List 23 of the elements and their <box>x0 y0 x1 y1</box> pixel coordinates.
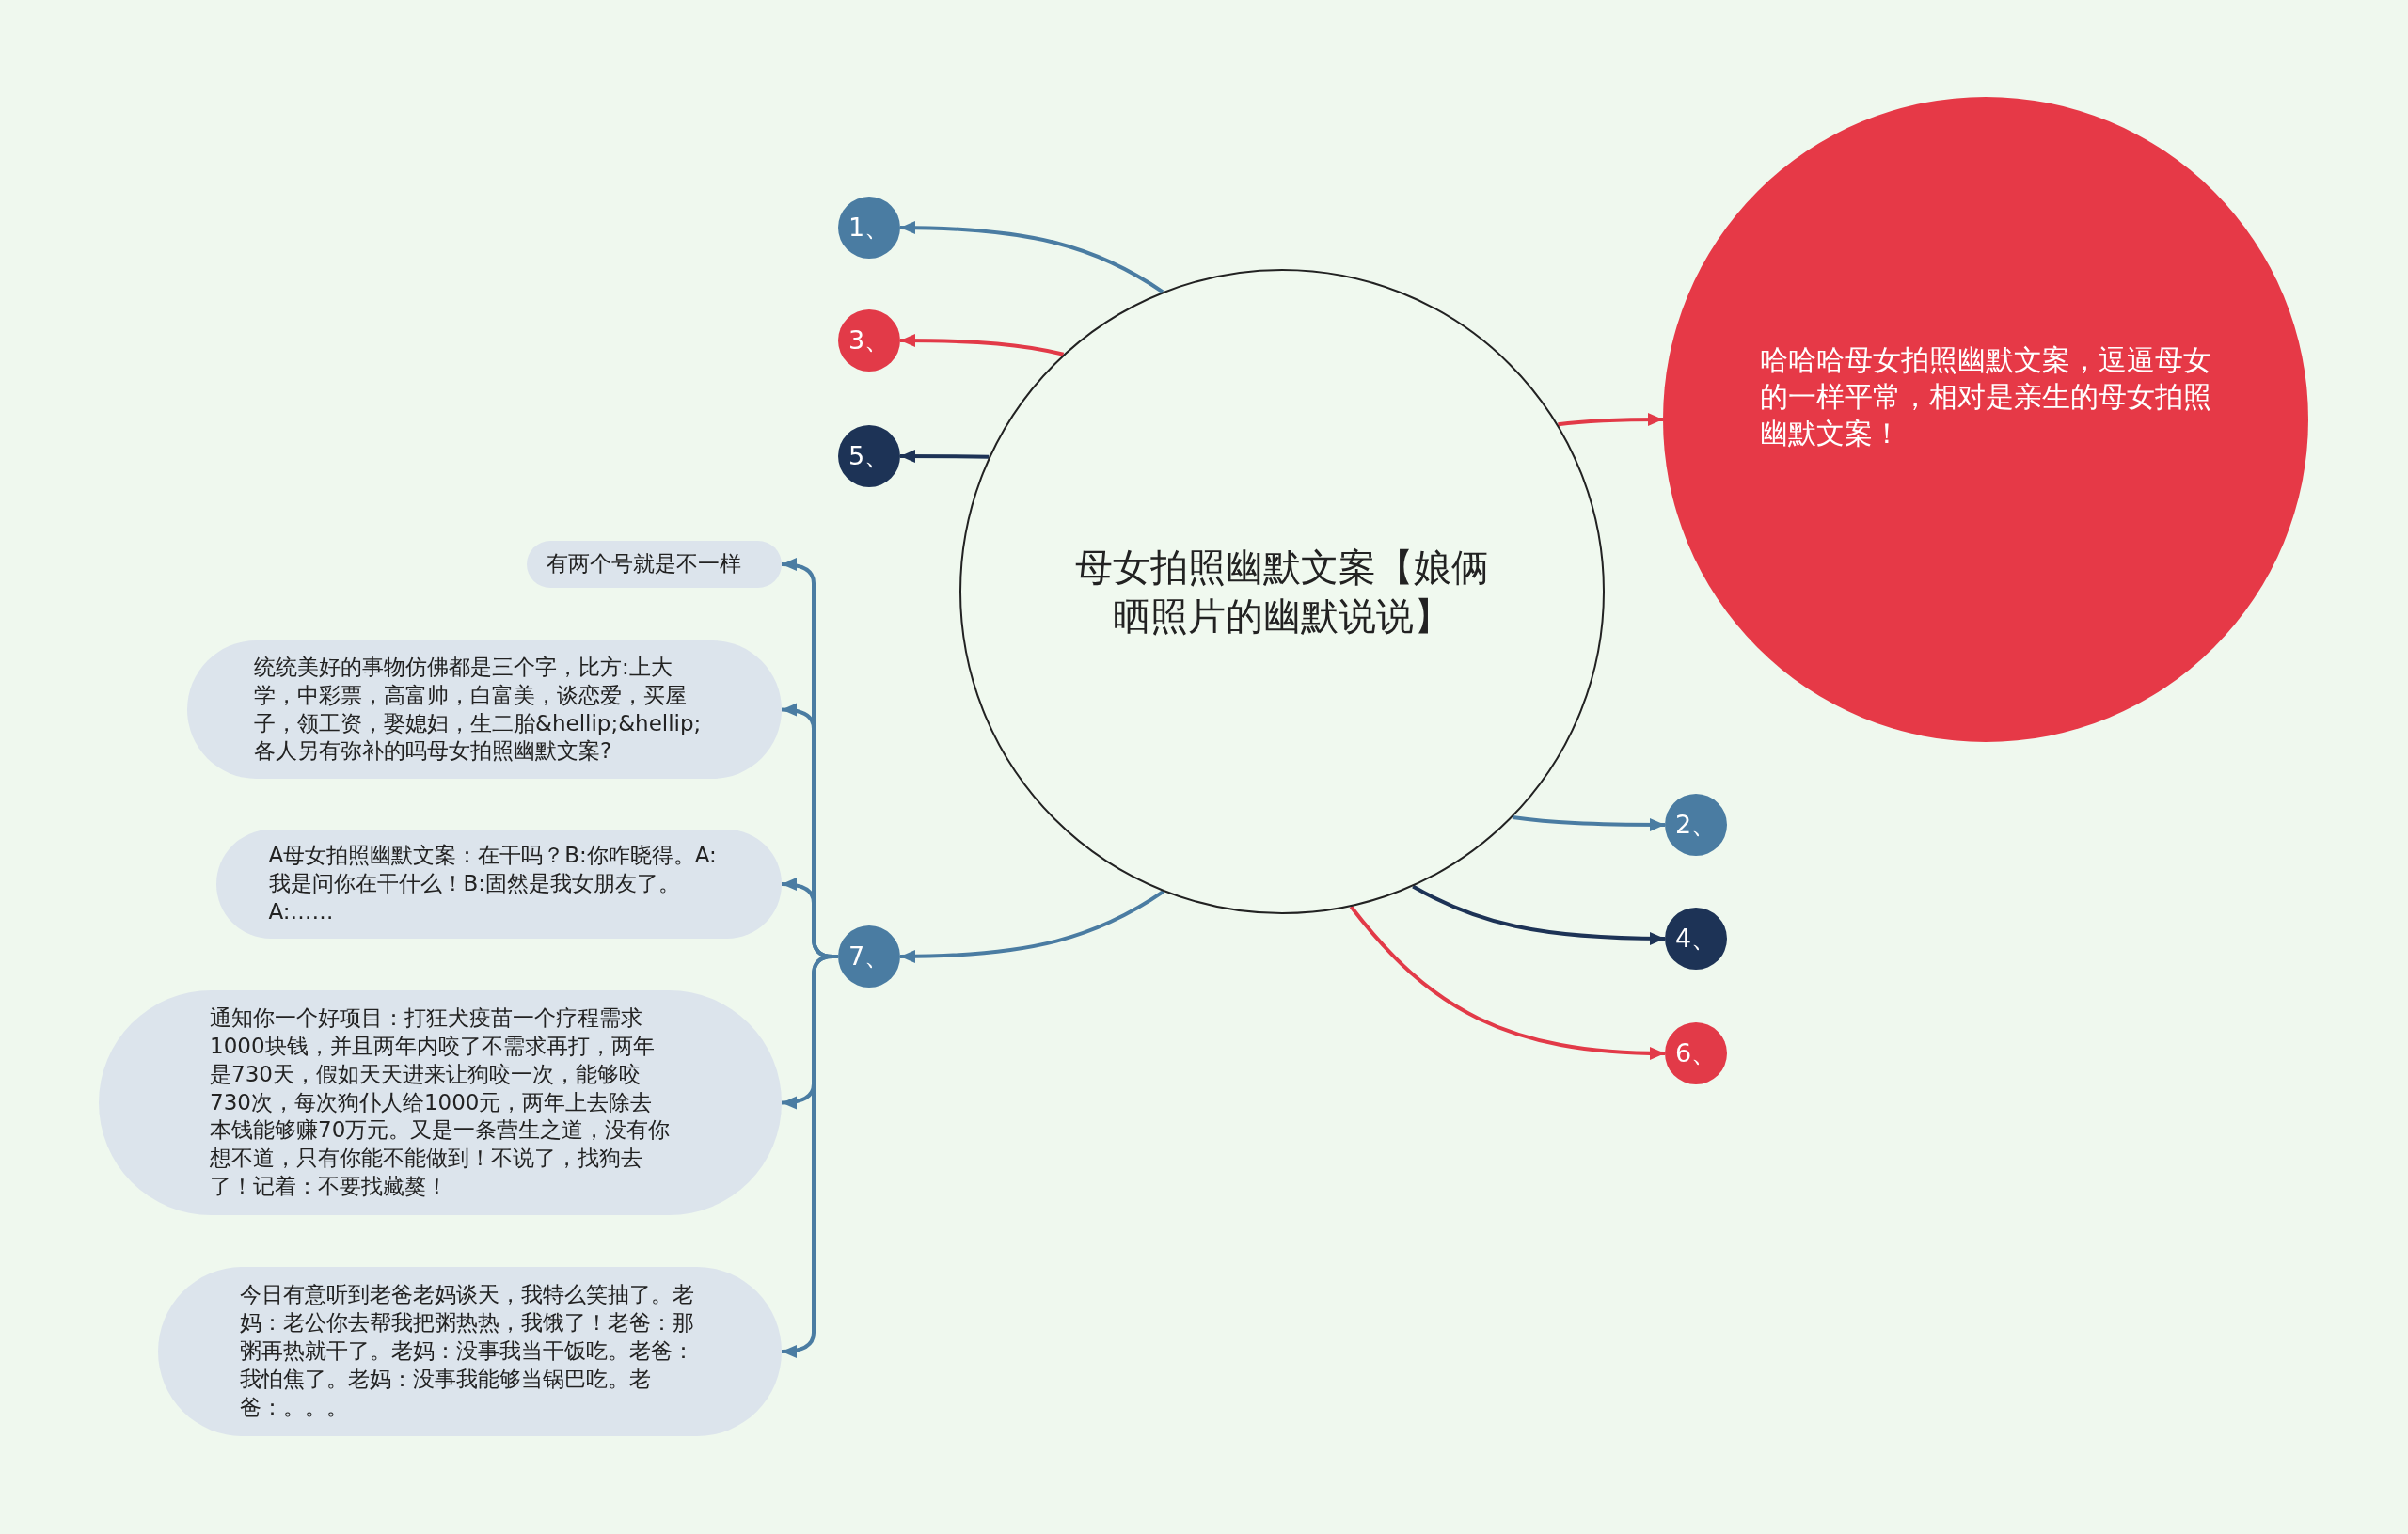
arrow <box>1412 884 1666 945</box>
numbered-circle: 2、 <box>1665 794 1727 856</box>
numbered-circle: 5、 <box>838 425 900 487</box>
text-bubble: 通知你一个好项目：打狂犬疫苗一个疗程需求1000块钱，并且两年内咬了不需求再打，两年是730天，假如天天进来让狗咬一次，能够咬730次，每次狗仆人给1000元，两年上去除去本钱能够赚70万元。又是一条营生之道，没有你想不道，只有你能不能做到！不说了，找狗去了！记着：不要找藏獒！ <box>99 990 782 1215</box>
numbered-circle: 4、 <box>1665 908 1727 970</box>
arrow <box>900 450 990 463</box>
numbered-circle: 7、 <box>838 925 900 988</box>
arrow <box>781 955 838 1358</box>
arrow <box>899 221 1164 293</box>
numbered-circle: 6、 <box>1665 1022 1727 1084</box>
numbered-circle: 1、 <box>838 197 900 259</box>
arrow <box>899 890 1164 963</box>
text-bubble: 统统美好的事物仿佛都是三个字，比方:上大学，中彩票，高富帅，白富美，谈恋爱，买屋子，领工资，娶媳妇，生二胎&hellip;&hellip;各人另有弥补的吗母女拍照幽默文案? <box>187 640 782 779</box>
arrow <box>1558 413 1663 427</box>
numbered-circle: 3、 <box>838 309 900 372</box>
central-topic-circle: 母女拍照幽默文案【娘俩晒照片的幽默说说】 <box>959 269 1605 914</box>
topic-circle: 哈哈哈母女拍照幽默文案，逗逼母女的一样平常，相对是亲生的母女拍照幽默文案！ <box>1663 97 2308 742</box>
text-bubble: A母女拍照幽默文案：在干吗？B:你咋晓得。A:我是问你在干什么！B:固然是我女朋友了。A:…… <box>216 830 782 939</box>
arrow <box>1512 815 1665 831</box>
arrow <box>1349 905 1666 1060</box>
text-bubble: 今日有意听到老爸老妈谈天，我特么笑抽了。老妈：老公你去帮我把粥热热，我饿了！老爸：那粥再热就干了。老妈：没事我当干饭吃。老爸：我怕焦了。老妈：没事我能够当锅巴吃。老爸：。。。 <box>158 1267 782 1436</box>
arrow <box>900 334 1065 356</box>
text-bubble: 有两个号就是不一样 <box>527 541 782 588</box>
